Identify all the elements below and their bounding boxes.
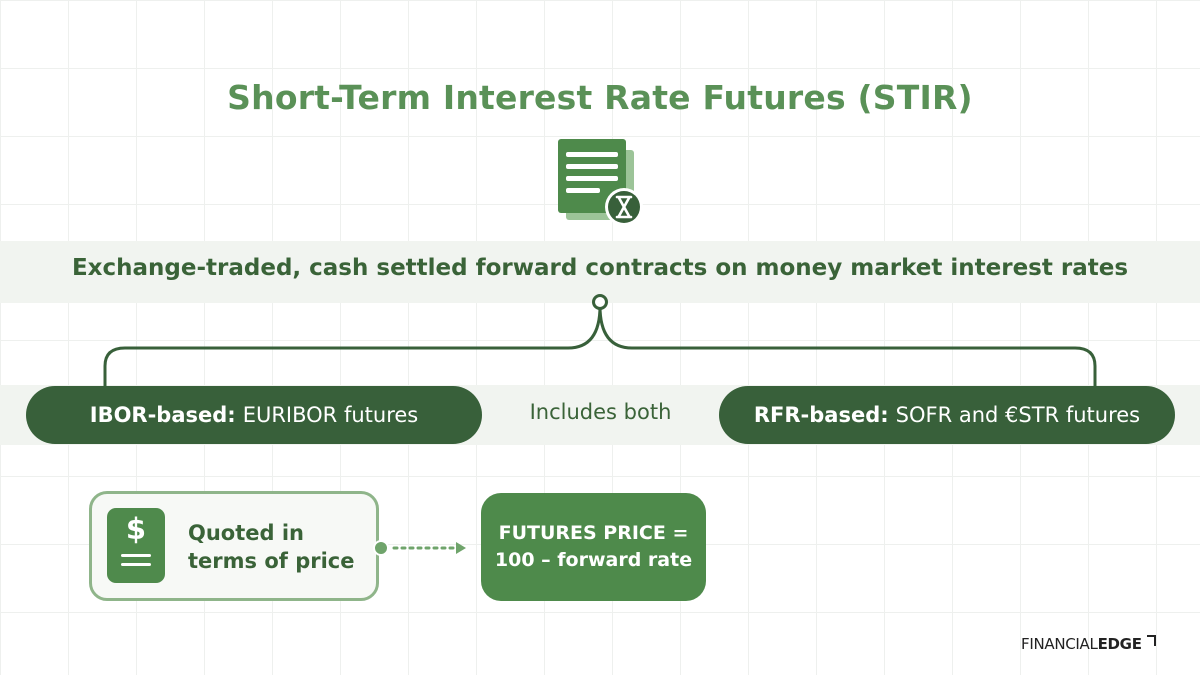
rfr-label: RFR-based: [753,403,889,427]
logo-part-1: FINANCIAL [1021,635,1098,653]
futures-price-formula-box: FUTURES PRICE = 100 – forward rate [481,493,706,601]
page-title: Short-Term Interest Rate Futures (STIR) [227,78,973,117]
logo-corner-icon [1147,635,1157,646]
logo-part-2: EDGE [1097,635,1142,653]
definition-text: Exchange-traded, cash settled forward co… [71,255,1129,281]
bracket-connector [103,294,1097,386]
ibor-pill: IBOR-based: EURIBOR futures [26,386,482,444]
subtitle-band [0,241,1200,303]
rfr-pill: RFR-based: SOFR and €STR futures [719,386,1175,444]
rfr-value: SOFR and €STR futures [895,403,1141,427]
document-timer-icon [558,139,643,226]
ibor-label: IBOR-based: [89,403,236,427]
formula-line-2: 100 – forward rate [494,549,693,571]
financial-edge-logo: FINANCIALEDGE [1021,635,1157,653]
ibor-value: EURIBOR futures [242,403,419,427]
quoted-in-price-text: Quoted in terms of price [188,519,368,575]
quote-line-1: Quoted in [188,521,305,545]
dotted-arrow [373,540,466,556]
includes-both-label: Includes both [529,400,672,424]
formula-line-1: FUTURES PRICE = [498,522,689,544]
dollar-icon: $ [107,508,165,583]
quote-line-2: terms of price [188,549,355,573]
